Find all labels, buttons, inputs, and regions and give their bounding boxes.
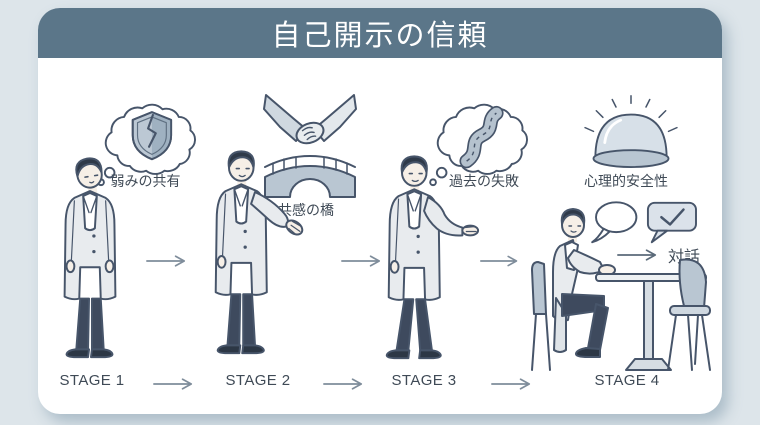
stage1-person-illustration <box>45 150 135 365</box>
stage3-caption: 過去の失敗 <box>449 173 519 189</box>
arrow-right-icon <box>152 377 196 391</box>
stage4-label: STAGE 4 <box>594 372 660 389</box>
stage3-person-illustration <box>368 148 488 369</box>
stage2-caption: 共感の橋 <box>278 202 334 218</box>
arrow-right-icon <box>490 377 534 391</box>
stage4-caption: 心理的安全性 <box>584 173 668 189</box>
arrow-right-icon <box>322 377 366 391</box>
stage4-table-scene-illustration <box>512 198 718 374</box>
arrow-right-icon <box>340 254 384 268</box>
stage2-person-illustration <box>196 143 314 367</box>
page-title: 自己開示の信頼 <box>271 20 489 52</box>
arrow-right-icon <box>616 248 660 262</box>
stage3-label: STAGE 3 <box>391 372 457 389</box>
cracked-shield-thought-bubble-icon <box>96 92 204 188</box>
stage1-caption: 弱みの共有 <box>110 173 181 189</box>
glowing-safety-dome-icon <box>582 92 680 184</box>
stage2-label: STAGE 2 <box>225 372 291 389</box>
speech-bubbles-with-checkmark-icon <box>590 198 702 248</box>
winding-road-thought-bubble-icon <box>428 92 536 188</box>
diagram-card: 自己開示の信頼 弱みの共有 <box>38 8 722 414</box>
arrow-right-icon <box>145 254 189 268</box>
handshake-bridge-icon <box>262 93 358 198</box>
title-bar: 自己開示の信頼 <box>38 8 722 58</box>
stage1-label: STAGE 1 <box>59 372 125 389</box>
arrow-right-icon <box>479 254 521 268</box>
